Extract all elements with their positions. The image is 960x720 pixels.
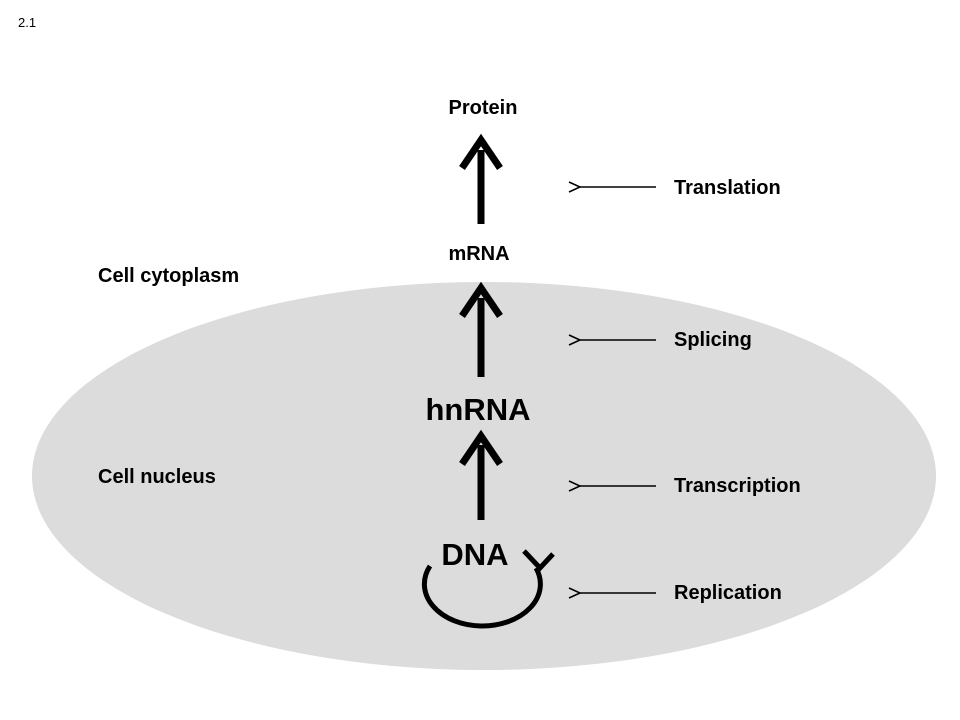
protein-label: Protein — [448, 97, 518, 119]
dna-label: DNA — [441, 537, 509, 572]
dna-to-hnrna-arrow — [459, 429, 503, 520]
transcription-label: Transcription — [674, 475, 801, 497]
hnrna-to-mrna-arrow — [459, 281, 503, 377]
mrna-label: mRNA — [448, 243, 510, 265]
replication-label: Replication — [674, 582, 782, 604]
cell-nucleus-label: Cell nucleus — [98, 466, 216, 488]
translation-label: Translation — [674, 177, 781, 199]
hnrna-label: hnRNA — [425, 392, 531, 427]
replication-loop-arrow — [421, 549, 555, 629]
figure-number: 2.1 — [18, 15, 37, 30]
cell-cytoplasm-label: Cell cytoplasm — [98, 265, 240, 287]
splicing-label: Splicing — [674, 329, 752, 351]
mrna-to-protein-arrow — [459, 133, 503, 224]
